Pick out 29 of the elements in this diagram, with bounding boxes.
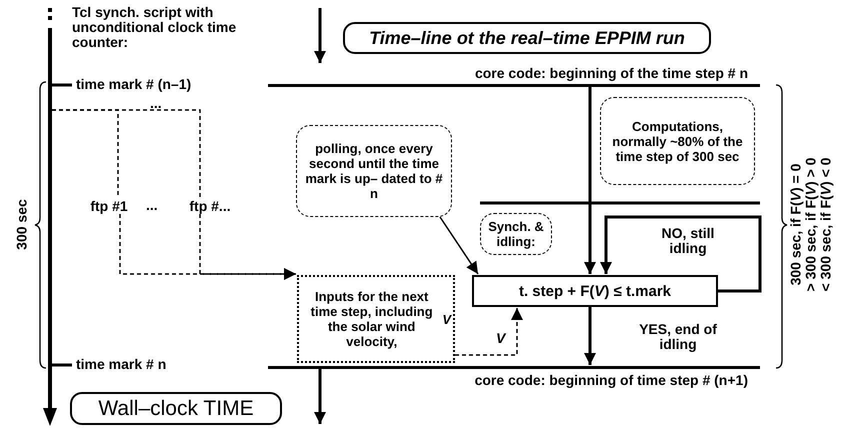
edge-label: V (494, 331, 508, 346)
arrow (439, 216, 479, 274)
arrow (600, 216, 762, 292)
time-mark-label: time mark # (n–1) (76, 77, 192, 92)
duration-label: 300 sec (14, 198, 30, 252)
note-box: Computations, normally ~80% of the time step of 300 sec (600, 97, 755, 185)
time-mark-label: time mark # n (76, 357, 166, 372)
time-step-line: core code: beginning of the time step # n (268, 64, 760, 87)
duration-label: < 300 sec, if F(V) < 0 (818, 156, 834, 294)
arrow (314, 369, 326, 424)
ellipsis: ... (146, 198, 158, 213)
connector-line (52, 109, 201, 197)
arrow (584, 87, 596, 274)
note-box: polling, once every second until the time mark is up– dated to # n (296, 125, 452, 217)
process-label: ftp #... (176, 198, 244, 214)
title-box: Time–line ot the real–time EPPIM run (343, 22, 711, 54)
note-box: Synch. & idling: (480, 213, 552, 255)
arrow (455, 308, 523, 356)
axis-title-box: Wall–clock TIME (70, 392, 282, 425)
arrow (199, 214, 296, 280)
arrow (314, 8, 326, 63)
time-step-line: core code: beginning of time step # (n+1) (268, 366, 760, 392)
duration-label: 300 sec, if F(V) = 0 (788, 162, 804, 288)
duration-label: > 300 sec, if F(V) > 0 (804, 156, 818, 294)
arrow (584, 307, 596, 365)
heading-text: Tcl synch. script with unconditional clock time counter: (72, 5, 238, 50)
ellipsis: ... (150, 96, 162, 111)
condition-box: t. step + F(V) ≤ t.mark (472, 275, 718, 307)
process-label: ftp #1 (80, 198, 138, 214)
